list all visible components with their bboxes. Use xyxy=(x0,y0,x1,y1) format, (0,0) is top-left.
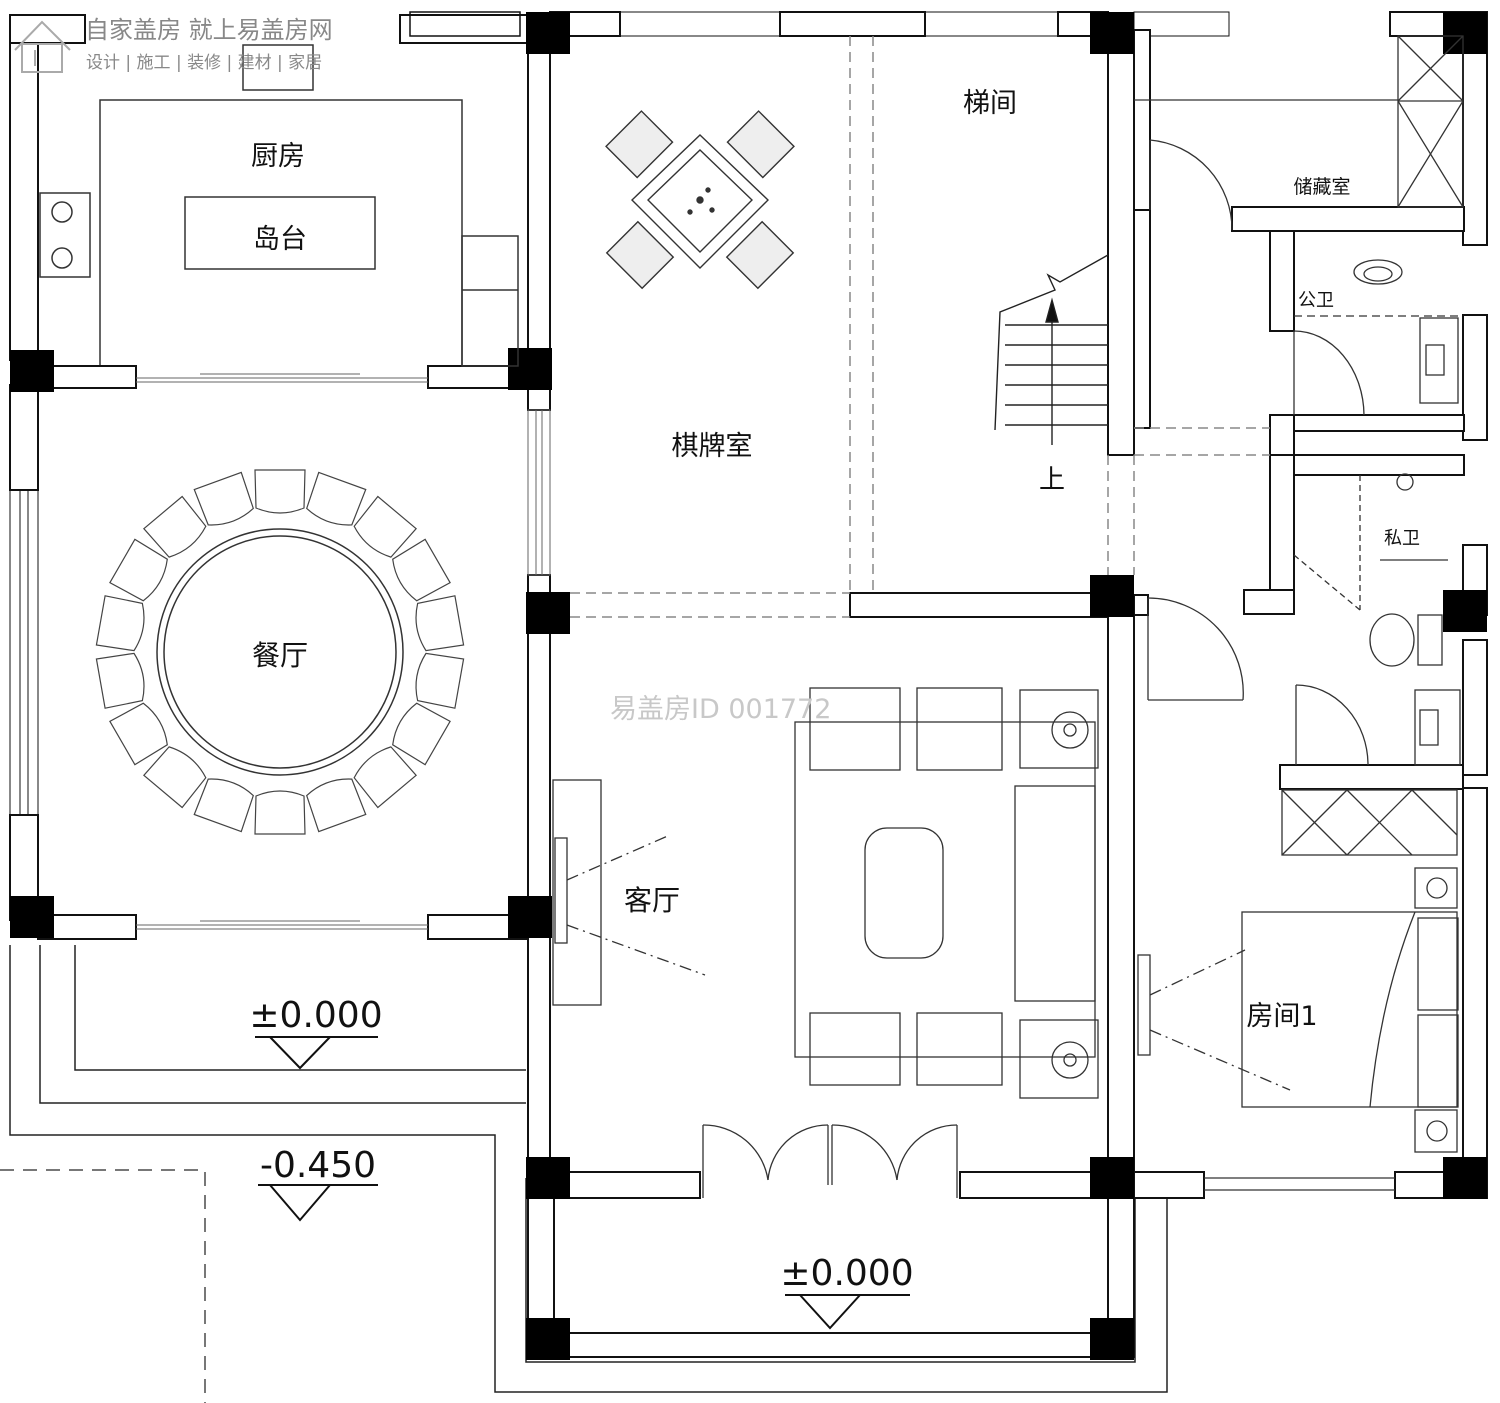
site-outlines xyxy=(9,945,1168,1393)
kitchen-sliding-door xyxy=(136,373,428,383)
level-markers xyxy=(255,1036,910,1330)
dining-chair xyxy=(353,495,417,558)
brand-tagline: 设计 | 施工 | 装修 | 建材 | 家居 xyxy=(86,53,322,73)
label-island: 岛台 xyxy=(253,224,307,255)
dining-chair xyxy=(254,469,306,514)
kitchen-fixtures xyxy=(39,44,519,367)
dining-chair xyxy=(306,778,367,833)
staircase xyxy=(994,254,1109,445)
dining-chair xyxy=(306,471,367,526)
walls xyxy=(9,11,1488,1358)
dining-table xyxy=(156,528,404,776)
bedroom-furniture xyxy=(1137,789,1459,1191)
level-west-terrace: ±0.000 xyxy=(249,995,382,1036)
mahjong-dashed-lines xyxy=(570,36,1270,618)
storage-fixtures xyxy=(1134,35,1464,231)
label-private-bath: 私卫 xyxy=(1384,528,1420,549)
dining-chair xyxy=(193,471,254,526)
label-dining: 餐厅 xyxy=(252,639,308,672)
level-outdoor: -0.450 xyxy=(260,1145,376,1186)
public-bath-fixtures xyxy=(1293,259,1463,416)
dining-chair xyxy=(193,778,254,833)
dining-chairs xyxy=(95,469,465,835)
dining-chair xyxy=(143,746,207,809)
corridor-door xyxy=(1147,597,1244,701)
dining-chair xyxy=(353,746,417,809)
level-porch: ±0.000 xyxy=(780,1253,913,1294)
dining-chair xyxy=(392,702,451,766)
columns xyxy=(10,12,1487,1360)
mahjong-table xyxy=(605,110,795,290)
dining-chair xyxy=(95,652,145,709)
dining-chair xyxy=(95,595,145,652)
label-mahjong: 棋牌室 xyxy=(672,431,753,462)
dining-chair xyxy=(254,790,306,835)
label-bedroom1: 房间1 xyxy=(1246,1001,1317,1032)
brand-logo xyxy=(14,20,71,73)
living-entry-doors xyxy=(702,1124,958,1198)
dining-chair xyxy=(415,595,465,652)
dining-chair xyxy=(109,702,168,766)
mahjong-sliding-door xyxy=(527,409,551,576)
label-public-bath: 公卫 xyxy=(1298,290,1334,311)
label-living: 客厅 xyxy=(624,884,680,917)
brand-name: 自家盖房 就上易盖房网 xyxy=(85,16,333,44)
dining-chair xyxy=(392,538,451,602)
label-stair-up: 上 xyxy=(1039,465,1065,495)
dining-chair xyxy=(415,652,465,709)
label-stair: 梯间 xyxy=(963,88,1017,119)
private-bath-fixtures xyxy=(1293,473,1461,766)
outdoor-boundary-dashed xyxy=(0,1169,206,1403)
label-kitchen: 厨房 xyxy=(251,141,305,172)
label-storage: 储藏室 xyxy=(1293,176,1350,198)
dining-sliding-door xyxy=(136,920,428,930)
dining-chair xyxy=(143,495,207,558)
dining-chair xyxy=(109,538,168,602)
living-furniture xyxy=(552,687,1099,1099)
watermark: 易盖房ID 001772 xyxy=(610,694,831,725)
